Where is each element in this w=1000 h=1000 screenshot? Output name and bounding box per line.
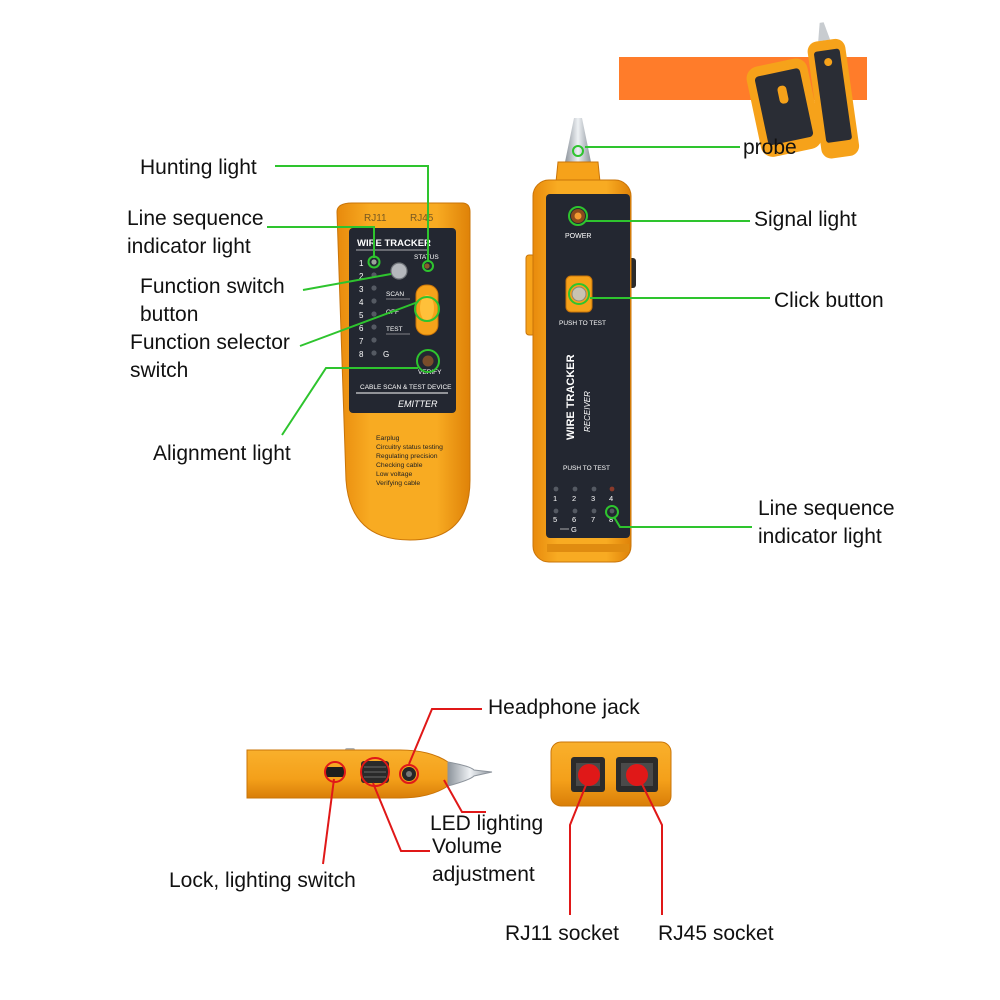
emitter-line-number: 4 bbox=[359, 298, 364, 307]
receiver-led bbox=[609, 508, 615, 514]
receiver-line-number: 4 bbox=[609, 494, 613, 503]
emitter-model: EMITTER bbox=[398, 399, 438, 409]
receiver-led bbox=[591, 486, 597, 492]
emitter-feature-list: Earplug Circuitry status testing Regulat… bbox=[376, 435, 443, 487]
lock-lighting-switch[interactable] bbox=[326, 767, 344, 777]
receiver-line-number: 5 bbox=[553, 515, 557, 524]
emitter-line-number: 3 bbox=[359, 285, 364, 294]
receiver-line-number: 8 bbox=[609, 515, 613, 524]
probe-tip-icon bbox=[565, 118, 591, 162]
emitter-led bbox=[371, 259, 377, 265]
feature-item: Regulating precision bbox=[376, 453, 438, 460]
emitter-led bbox=[371, 285, 377, 291]
receiver-led bbox=[553, 486, 559, 492]
label-signal-light: Signal light bbox=[754, 208, 857, 231]
label-headphone-jack: Headphone jack bbox=[488, 696, 640, 719]
emitter-line-leds bbox=[371, 259, 430, 356]
emitter-status-led bbox=[424, 263, 430, 269]
emitter-status-label: STATUS bbox=[414, 254, 439, 261]
alignment-light bbox=[422, 355, 434, 367]
receiver-led bbox=[609, 486, 615, 492]
receiver-led bbox=[591, 508, 597, 514]
receiver-side-view bbox=[246, 748, 493, 799]
callout-lines bbox=[267, 145, 770, 915]
emitter-led bbox=[371, 350, 377, 356]
receiver-line-number: 3 bbox=[591, 494, 595, 503]
emitter-device: RJ11 RJ45 WIRE TRACKER STATUS 1 2 3 4 5 … bbox=[336, 202, 471, 541]
receiver-led bbox=[572, 486, 578, 492]
emitter-led bbox=[371, 298, 377, 304]
receiver-led bbox=[572, 508, 578, 514]
emitter-line-number: 5 bbox=[359, 311, 364, 320]
receiver-push-label-top: PUSH TO TEST bbox=[559, 320, 606, 327]
power-label: POWER bbox=[565, 233, 591, 240]
function-switch-button[interactable] bbox=[390, 262, 408, 280]
emitter-led bbox=[371, 311, 377, 317]
label-hunting-light: Hunting light bbox=[140, 156, 257, 179]
label-alignment-light: Alignment light bbox=[153, 442, 291, 465]
emitter-led bbox=[371, 337, 377, 343]
receiver-title: WIRE TRACKER bbox=[565, 354, 577, 440]
label-function-selector: Function selector switch bbox=[130, 331, 290, 382]
label-volume-adjustment: Volume adjustment bbox=[432, 835, 535, 886]
emitter-top-port-rj45: RJ45 bbox=[410, 213, 434, 224]
receiver-ground-label: G bbox=[571, 525, 577, 534]
receiver-line-number: 1 bbox=[553, 494, 557, 503]
product-thumbnail bbox=[619, 22, 867, 159]
mode-scan-label: SCAN bbox=[386, 291, 404, 298]
label-click-button: Click button bbox=[774, 289, 884, 312]
label-rj11-socket: RJ11 socket bbox=[505, 922, 619, 945]
emitter-led bbox=[371, 324, 377, 330]
emitter-ground-label: G bbox=[383, 350, 389, 359]
receiver-subtitle: RECEIVER bbox=[583, 391, 592, 432]
emitter-line-number: 6 bbox=[359, 324, 364, 333]
receiver-push-label-bottom: PUSH TO TEST bbox=[563, 465, 610, 472]
emitter-header: WIRE TRACKER bbox=[357, 238, 431, 249]
feature-item: Low voltage bbox=[376, 471, 412, 478]
emitter-subtitle: CABLE SCAN & TEST DEVICE bbox=[360, 384, 452, 391]
emitter-top-port-rj11: RJ11 bbox=[364, 213, 387, 224]
receiver-line-number: 2 bbox=[572, 494, 576, 503]
emitter-top-view bbox=[550, 741, 672, 807]
mode-test-label: TEST bbox=[386, 326, 403, 333]
receiver-device: POWER PUSH TO TEST WIRE TRACKER RECEIVER… bbox=[525, 118, 636, 563]
receiver-line-number: 6 bbox=[572, 515, 576, 524]
emitter-line-number: 7 bbox=[359, 337, 364, 346]
receiver-title-group: WIRE TRACKER RECEIVER bbox=[565, 354, 592, 440]
label-rj45-socket: RJ45 socket bbox=[658, 922, 774, 945]
receiver-panel bbox=[546, 194, 630, 538]
emitter-line-numbers: 1 2 3 4 5 6 7 8 G bbox=[359, 259, 389, 359]
feature-item: Checking cable bbox=[376, 462, 423, 469]
label-function-switch: Function switch button bbox=[140, 275, 285, 326]
receiver-line-leds bbox=[553, 486, 615, 514]
label-probe: probe bbox=[743, 136, 797, 159]
receiver-line-number: 7 bbox=[591, 515, 595, 524]
emitter-line-number: 2 bbox=[359, 272, 364, 281]
label-led-lighting: LED lighting bbox=[430, 812, 544, 835]
feature-item: Verifying cable bbox=[376, 480, 420, 487]
emitter-line-number: 1 bbox=[359, 259, 364, 268]
label-line-sequence-receiver: Line sequence indicator light bbox=[758, 497, 895, 548]
feature-item: Earplug bbox=[376, 435, 400, 442]
receiver-led bbox=[553, 508, 559, 514]
emitter-line-number: 8 bbox=[359, 350, 364, 359]
label-lock-lighting-switch: Lock, lighting switch bbox=[169, 869, 356, 892]
feature-item: Circuitry status testing bbox=[376, 444, 443, 451]
receiver-line-numbers: 1 2 3 4 5 6 7 8 G bbox=[553, 494, 613, 534]
label-line-sequence-emitter: Line sequence indicator light bbox=[127, 207, 264, 258]
